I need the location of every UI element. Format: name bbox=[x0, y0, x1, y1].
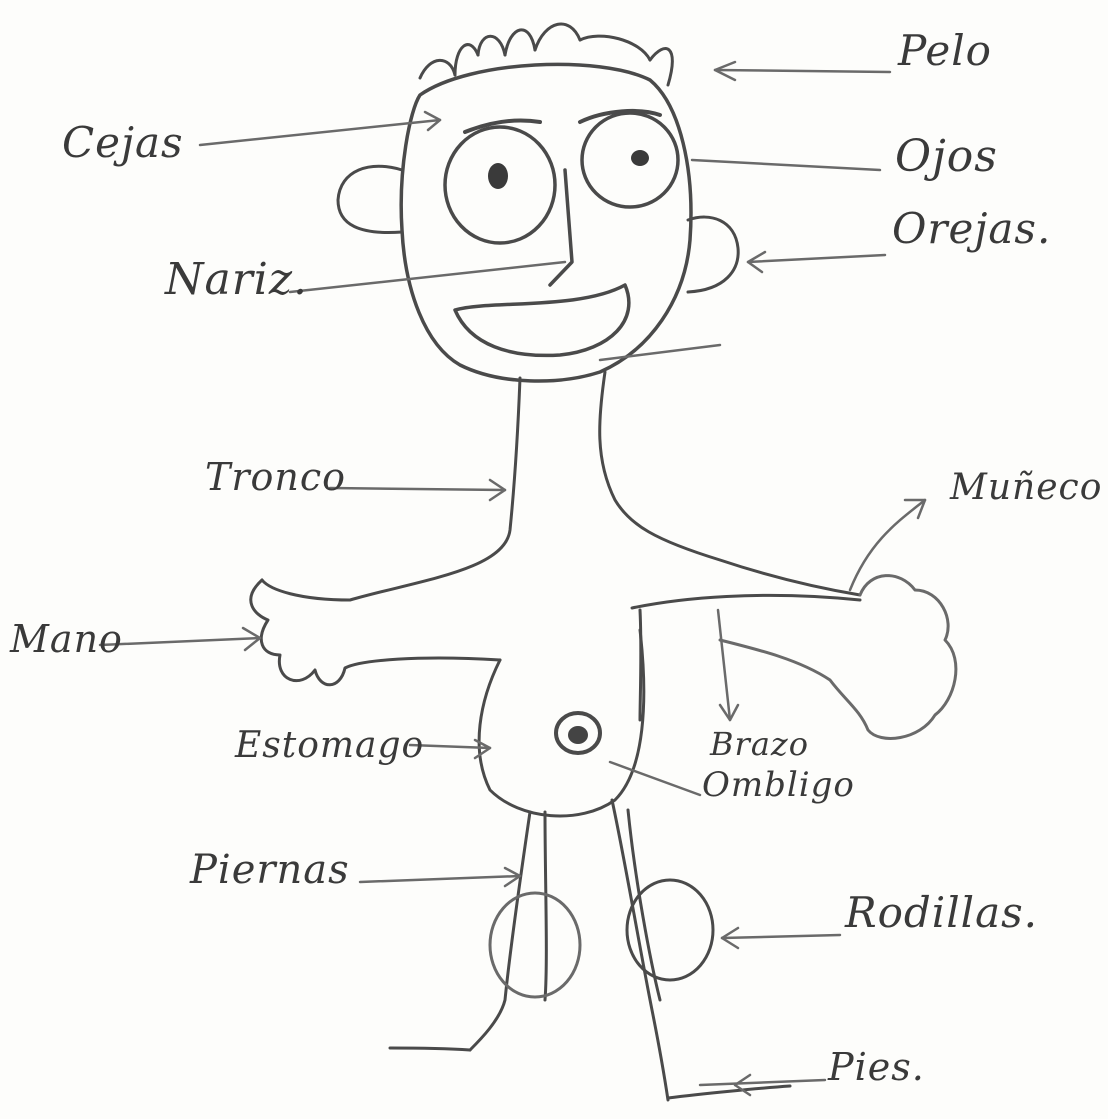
right-leg bbox=[612, 800, 668, 1100]
label-brazo: Brazo bbox=[710, 728, 809, 760]
left-knee bbox=[490, 893, 580, 997]
hair-sketch bbox=[420, 24, 672, 85]
label-piernas: Piernas bbox=[190, 850, 350, 890]
label-muneco: Muñeco bbox=[950, 470, 1102, 506]
left-hand bbox=[251, 580, 500, 685]
label-pies: Pies. bbox=[828, 1048, 925, 1086]
stomach-outline bbox=[479, 630, 644, 816]
mouth bbox=[455, 285, 629, 355]
left-ear bbox=[338, 166, 402, 232]
label-pelo: Pelo bbox=[898, 30, 992, 72]
label-orejas: Orejas. bbox=[892, 208, 1051, 250]
right-foot bbox=[668, 1086, 790, 1098]
label-ojos: Ojos bbox=[895, 135, 998, 179]
label-estomago: Estomago bbox=[235, 728, 424, 764]
right-eye bbox=[582, 113, 678, 207]
left-leg-inner bbox=[545, 812, 546, 1000]
belly-button-center bbox=[568, 726, 588, 744]
left-pupil bbox=[488, 163, 508, 189]
label-tronco: Tronco bbox=[205, 458, 346, 496]
label-rodillas: Rodillas. bbox=[845, 892, 1038, 934]
torso-right bbox=[600, 372, 860, 595]
left-foot bbox=[390, 1048, 470, 1050]
right-hand bbox=[720, 576, 956, 739]
label-mano: Mano bbox=[10, 620, 123, 658]
label-ombligo: Ombligo bbox=[702, 768, 855, 802]
right-ear bbox=[688, 217, 738, 292]
right-knee bbox=[627, 880, 713, 980]
label-nariz: Nariz. bbox=[165, 258, 308, 302]
right-pupil bbox=[631, 150, 649, 166]
right-arm bbox=[632, 595, 860, 608]
label-cejas: Cejas bbox=[62, 122, 184, 164]
inner-arm-line bbox=[640, 610, 641, 720]
left-leg bbox=[470, 812, 530, 1050]
